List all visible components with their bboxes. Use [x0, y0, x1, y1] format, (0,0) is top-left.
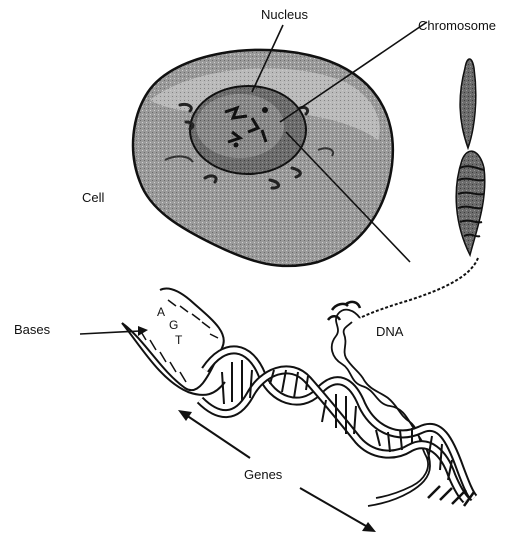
label-chromosome: Chromosome	[418, 18, 496, 33]
label-bases: Bases	[14, 322, 50, 337]
label-dna: DNA	[376, 324, 403, 339]
label-genes: Genes	[244, 467, 282, 482]
genes-arrow-lower	[300, 488, 376, 532]
base-letter: T	[175, 333, 182, 347]
label-cell: Cell	[82, 190, 104, 205]
cell-illustration	[133, 50, 393, 266]
genes-arrow-upper	[178, 410, 250, 458]
nucleus-illustration	[190, 86, 306, 174]
base-letter: A	[157, 305, 165, 319]
base-letter: G	[169, 318, 178, 332]
label-nucleus: Nucleus	[261, 7, 308, 22]
